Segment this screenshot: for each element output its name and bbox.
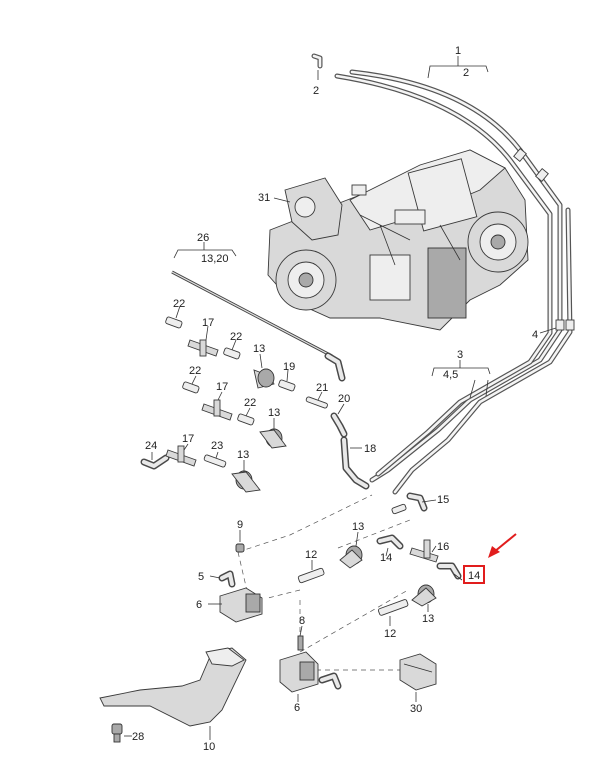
label-13-d[interactable]: 13	[352, 521, 364, 533]
label-5[interactable]: 5	[198, 571, 204, 583]
label-6-b[interactable]: 6	[294, 702, 300, 714]
label-26[interactable]: 26	[197, 232, 209, 244]
label-4-5[interactable]: 4,5	[443, 369, 458, 381]
label-13-a[interactable]: 13	[253, 343, 265, 355]
label-14-highlighted[interactable]: 14	[468, 570, 480, 582]
label-30[interactable]: 30	[410, 703, 422, 715]
valve-parts	[99, 492, 462, 743]
label-22-a[interactable]: 22	[173, 298, 185, 310]
label-3[interactable]: 3	[457, 349, 463, 361]
label-15[interactable]: 15	[437, 494, 449, 506]
label-28[interactable]: 28	[132, 731, 144, 743]
label-9[interactable]: 9	[237, 519, 243, 531]
highlight-arrow	[488, 533, 517, 558]
label-6-a[interactable]: 6	[196, 599, 202, 611]
label-13-c[interactable]: 13	[237, 449, 249, 461]
hose-18	[340, 436, 370, 490]
connector-set-3	[140, 445, 261, 493]
label-1[interactable]: 1	[455, 45, 461, 57]
label-22-d[interactable]: 22	[244, 397, 256, 409]
label-18[interactable]: 18	[364, 443, 376, 455]
label-10[interactable]: 10	[203, 741, 215, 753]
label-21[interactable]: 21	[316, 382, 328, 394]
label-2-left[interactable]: 2	[313, 85, 319, 97]
connector-set-1	[165, 316, 348, 438]
label-17-a[interactable]: 17	[202, 317, 214, 329]
label-16[interactable]: 16	[437, 541, 449, 553]
label-23[interactable]: 23	[211, 440, 223, 452]
label-19[interactable]: 19	[283, 361, 295, 373]
label-2-top[interactable]: 2	[463, 67, 469, 79]
label-22-c[interactable]: 22	[189, 365, 201, 377]
label-17-c[interactable]: 17	[182, 433, 194, 445]
label-4[interactable]: 4	[532, 329, 538, 341]
highlight-box[interactable]	[463, 565, 485, 584]
label-17-b[interactable]: 17	[216, 381, 228, 393]
vacuum-line-main	[311, 53, 575, 495]
label-24[interactable]: 24	[145, 440, 157, 452]
label-14-a[interactable]: 14	[380, 552, 392, 564]
label-13-b[interactable]: 13	[268, 407, 280, 419]
dashed-routing-lines	[237, 494, 411, 671]
label-13-e[interactable]: 13	[422, 613, 434, 625]
label-20[interactable]: 20	[338, 393, 350, 405]
rod-26	[171, 270, 346, 382]
label-22-b[interactable]: 22	[230, 331, 242, 343]
part-labels: 1 2 2 31 26 13,20 22 17 22 13 4 3 4,5 19…	[132, 45, 538, 753]
label-12-b[interactable]: 12	[384, 628, 396, 640]
label-13-20[interactable]: 13,20	[201, 253, 229, 265]
label-12-a[interactable]: 12	[305, 549, 317, 561]
transfer-case-assembly	[267, 149, 529, 331]
leader-lines	[124, 56, 557, 740]
label-31[interactable]: 31	[258, 192, 270, 204]
label-8[interactable]: 8	[299, 615, 305, 627]
connector-set-2	[182, 381, 287, 449]
